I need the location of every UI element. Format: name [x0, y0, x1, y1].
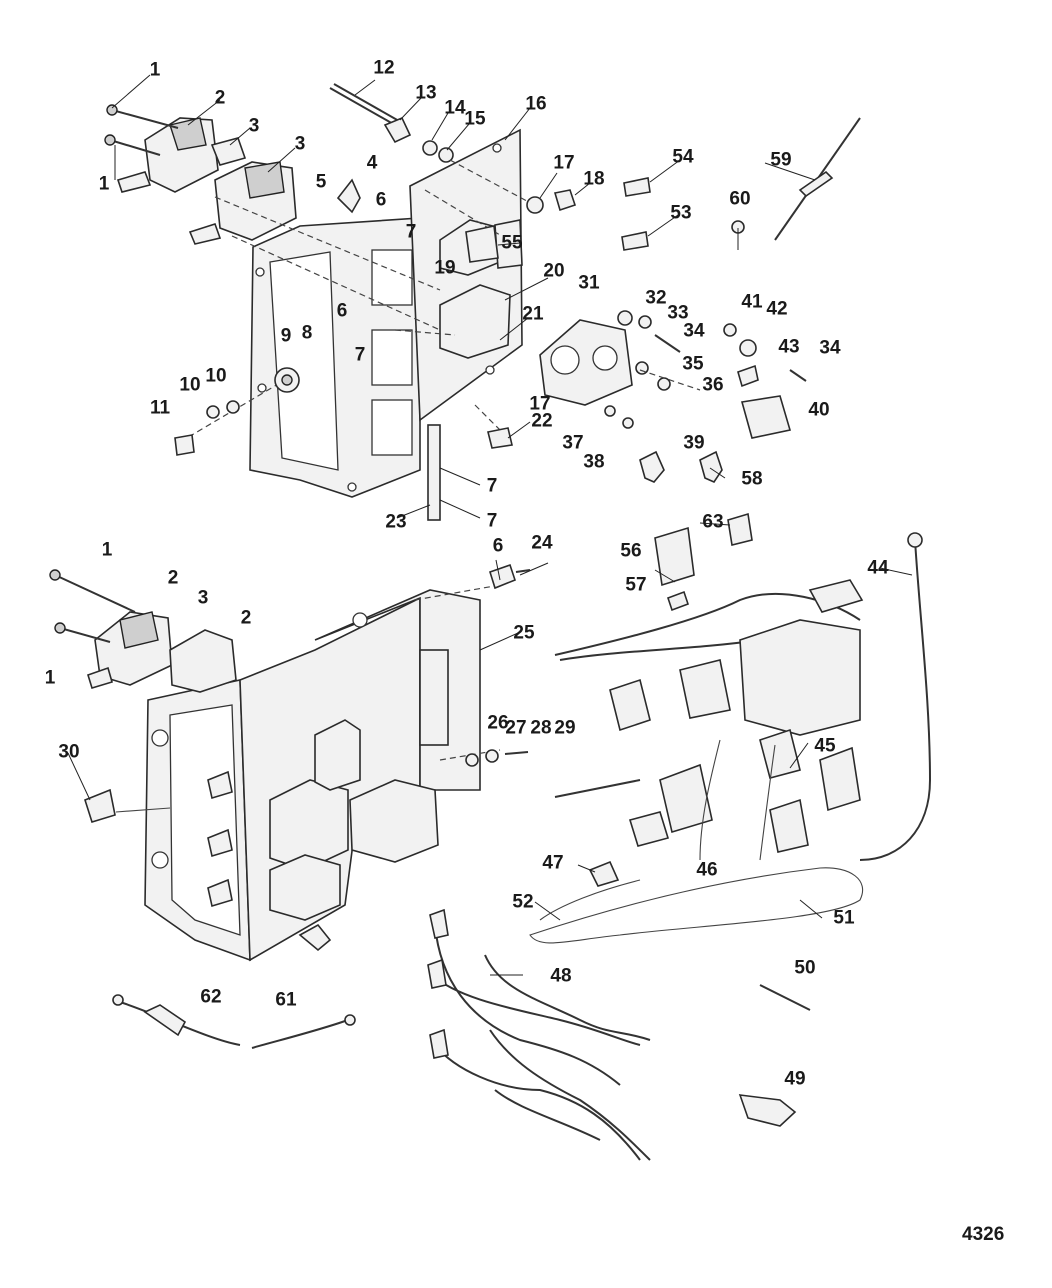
callout-32: 32	[645, 287, 667, 309]
callout-48: 48	[550, 965, 572, 987]
callout-36: 36	[702, 374, 724, 396]
callout-2: 2	[240, 607, 252, 629]
upper-fasteners	[174, 83, 577, 521]
callout-35: 35	[682, 353, 704, 375]
callout-40: 40	[808, 399, 830, 421]
callout-37: 37	[562, 432, 584, 454]
fuses-and-small-parts	[465, 117, 861, 263]
harness-sleeving	[529, 739, 863, 944]
callout-43: 43	[778, 336, 800, 358]
callout-16: 16	[525, 93, 547, 115]
callout-7: 7	[405, 221, 417, 243]
loose-parts-bottom	[112, 984, 811, 1127]
callout-62: 62	[200, 986, 222, 1008]
rectifier-regulator-assembly	[539, 310, 807, 484]
callout-6: 6	[336, 300, 348, 322]
callout-2: 2	[214, 87, 226, 109]
leader-lines	[67, 74, 913, 976]
callout-7: 7	[486, 510, 498, 532]
callout-31: 31	[578, 272, 600, 294]
callout-53: 53	[670, 202, 692, 224]
callout-27: 27	[505, 717, 527, 739]
callout-38: 38	[583, 451, 605, 473]
callout-22: 22	[531, 410, 553, 432]
callout-42: 42	[766, 298, 788, 320]
callout-50: 50	[794, 957, 816, 979]
callout-7: 7	[354, 344, 366, 366]
callout-33: 33	[667, 302, 689, 324]
lower-modules	[84, 563, 531, 952]
callout-1: 1	[98, 173, 110, 195]
callout-46: 46	[696, 859, 718, 881]
callout-5: 5	[315, 171, 327, 193]
callout-51: 51	[833, 907, 855, 929]
callout-34: 34	[683, 320, 705, 342]
callout-57: 57	[625, 574, 647, 596]
callout-10: 10	[205, 365, 227, 387]
callout-29: 29	[554, 717, 576, 739]
lower-ignition-coils	[49, 569, 237, 908]
callout-19: 19	[434, 257, 456, 279]
callout-4: 4	[366, 152, 378, 174]
callout-3: 3	[248, 115, 260, 137]
callout-3: 3	[197, 587, 209, 609]
callout-2: 2	[167, 567, 179, 589]
callout-11: 11	[149, 397, 171, 419]
callout-34: 34	[819, 337, 841, 359]
callout-52: 52	[512, 891, 534, 913]
callout-25: 25	[513, 622, 535, 644]
callout-10: 10	[179, 374, 201, 396]
callout-63: 63	[702, 511, 724, 533]
upper-ignition-coils	[104, 104, 441, 331]
callout-41: 41	[741, 291, 763, 313]
callout-9: 9	[280, 325, 292, 347]
callout-1: 1	[149, 59, 161, 81]
callout-18: 18	[583, 168, 605, 190]
callout-55: 55	[501, 232, 523, 254]
callout-44: 44	[867, 557, 889, 579]
callout-54: 54	[672, 146, 694, 168]
callout-20: 20	[543, 260, 565, 282]
callout-14: 14	[444, 97, 466, 119]
callout-12: 12	[373, 57, 395, 79]
callout-13: 13	[415, 82, 437, 104]
callout-15: 15	[464, 108, 486, 130]
callout-3: 3	[294, 133, 306, 155]
callout-1: 1	[44, 667, 56, 689]
callout-39: 39	[683, 432, 705, 454]
callout-1: 1	[101, 539, 113, 561]
callout-58: 58	[741, 468, 763, 490]
callout-28: 28	[530, 717, 552, 739]
callout-21: 21	[522, 303, 544, 325]
callout-47: 47	[542, 852, 564, 874]
callout-6: 6	[492, 535, 504, 557]
callout-30: 30	[58, 741, 80, 763]
callout-59: 59	[770, 149, 792, 171]
callout-56: 56	[620, 540, 642, 562]
callout-26: 26	[487, 712, 509, 734]
callout-61: 61	[275, 989, 297, 1011]
callout-49: 49	[784, 1068, 806, 1090]
callout-45: 45	[814, 735, 836, 757]
callout-8: 8	[301, 322, 313, 344]
callout-17: 17	[553, 152, 575, 174]
wiring-harness	[554, 512, 932, 887]
upper-mounting-plate	[249, 128, 523, 498]
callout-23: 23	[385, 511, 407, 533]
figure-number: 4326	[962, 1224, 1005, 1245]
callout-7: 7	[486, 475, 498, 497]
callout-17: 17	[529, 393, 551, 415]
callout-6: 6	[375, 189, 387, 211]
spark-plug-leads	[427, 908, 651, 1161]
callout-24: 24	[531, 532, 553, 554]
callout-60: 60	[729, 188, 751, 210]
